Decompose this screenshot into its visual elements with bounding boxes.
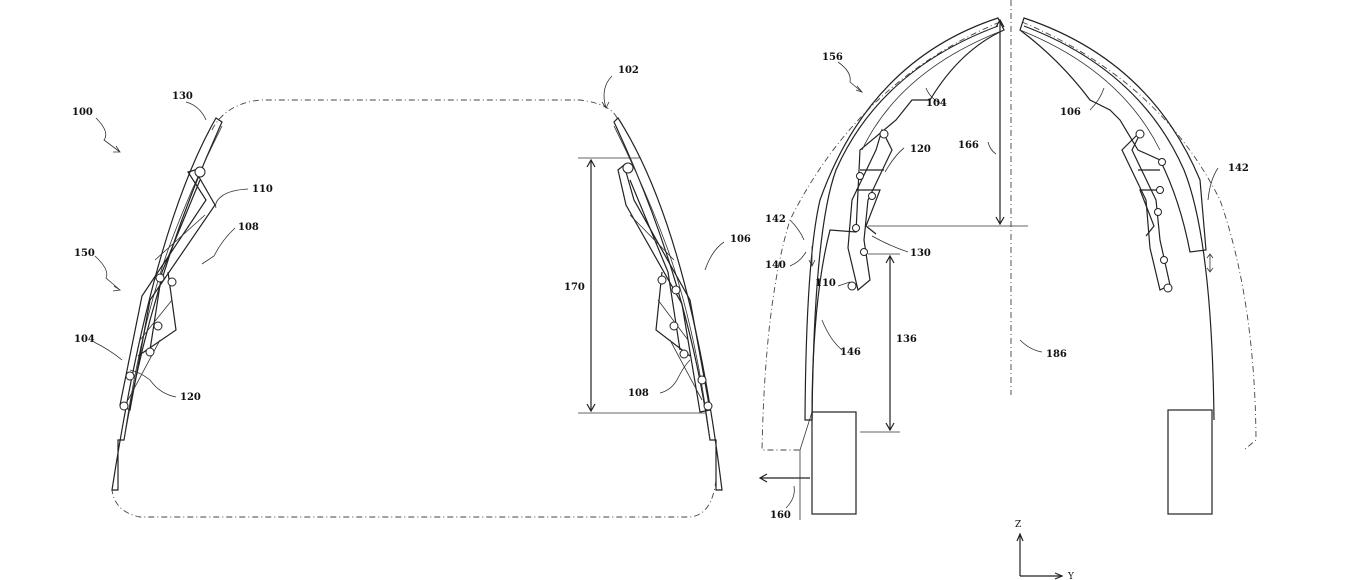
ref-110-left: 110 bbox=[252, 184, 273, 195]
ref-106-right: 106 bbox=[1060, 107, 1081, 118]
ref-130-right: 130 bbox=[910, 248, 931, 259]
right-view-left-linkage bbox=[847, 128, 893, 292]
axis-z-label: Z bbox=[1015, 520, 1021, 530]
right-view: Z Y 156 104 166 106 120 142 142 140 130 bbox=[758, 0, 1257, 580]
ref-110-right: 110 bbox=[815, 278, 836, 289]
phantom-outer-right bbox=[1021, 21, 1257, 451]
axis-triad: Z Y bbox=[1015, 520, 1075, 580]
left-view-leaders bbox=[93, 75, 725, 398]
ref-166: 166 bbox=[958, 140, 979, 151]
right-bin-shell-106 bbox=[613, 117, 723, 491]
ref-160: 160 bbox=[770, 510, 791, 521]
right-view-right-bin-106 bbox=[1019, 17, 1207, 253]
ref-106-left: 106 bbox=[730, 234, 751, 245]
right-view-right-linkage bbox=[1121, 129, 1173, 293]
ref-140: 140 bbox=[765, 260, 786, 271]
ref-130-left: 130 bbox=[172, 91, 193, 102]
motion-arrow-left bbox=[808, 246, 816, 267]
left-sidewall-block bbox=[811, 411, 857, 515]
right-sidewall-block bbox=[1167, 409, 1213, 515]
dimension-136 bbox=[860, 253, 900, 433]
ref-136: 136 bbox=[896, 334, 917, 345]
right-view-left-bin-104 bbox=[804, 17, 1005, 421]
right-view-right-bin-edge bbox=[1019, 29, 1161, 151]
right-linkage-mechanism bbox=[617, 162, 713, 413]
dimension-160 bbox=[758, 473, 810, 483]
ref-186: 186 bbox=[1046, 349, 1067, 360]
left-bin-shell-104 bbox=[111, 117, 223, 491]
ref-104-right: 104 bbox=[926, 98, 947, 109]
ref-156: 156 bbox=[822, 52, 843, 63]
ref-150: 150 bbox=[74, 248, 95, 259]
right-view-left-bin-edge bbox=[861, 29, 1005, 151]
dimension-166 bbox=[868, 18, 1028, 227]
fuselage-arc-left bbox=[811, 25, 999, 421]
ref-120-left: 120 bbox=[180, 392, 201, 403]
right-view-leaders bbox=[785, 61, 1219, 509]
ref-120-right: 120 bbox=[910, 144, 931, 155]
ref-108-right: 108 bbox=[628, 388, 649, 399]
axis-y-label: Y bbox=[1067, 572, 1075, 580]
dimension-170 bbox=[578, 157, 705, 414]
ref-146: 146 bbox=[840, 347, 861, 358]
left-sidewall-phantom bbox=[799, 411, 813, 520]
ref-102: 102 bbox=[618, 65, 639, 76]
left-linkage-mechanism bbox=[119, 166, 216, 411]
ref-170: 170 bbox=[564, 282, 585, 293]
ref-100: 100 bbox=[72, 107, 93, 118]
ref-142-left: 142 bbox=[765, 214, 786, 225]
ref-142-right: 142 bbox=[1228, 163, 1249, 174]
motion-arrow-right bbox=[1206, 253, 1214, 273]
ref-108-left: 108 bbox=[238, 222, 259, 233]
left-view: 100 130 102 110 108 150 104 120 170 106 … bbox=[72, 65, 751, 518]
cabin-envelope-outline bbox=[111, 99, 717, 518]
fuselage-arc-right bbox=[1023, 25, 1215, 421]
phantom-outer-left bbox=[761, 21, 1001, 451]
ref-104-left: 104 bbox=[74, 334, 95, 345]
